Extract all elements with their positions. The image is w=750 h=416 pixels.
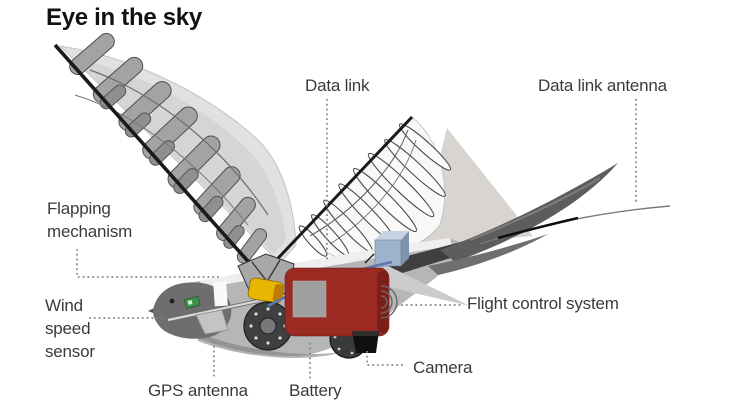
head bbox=[148, 281, 259, 339]
camera-module bbox=[352, 331, 379, 353]
label-gps-antenna: GPS antenna bbox=[148, 381, 248, 400]
right-wing bbox=[262, 115, 452, 275]
label-flapping-mechanism: Flapping mechanism bbox=[47, 199, 133, 241]
leader-flapping-mechanism bbox=[76, 249, 220, 278]
label-flight-control-system: Flight control system bbox=[467, 294, 619, 313]
left-wing-feathers bbox=[69, 33, 268, 264]
tail-underside bbox=[384, 264, 470, 306]
sensor-chip bbox=[183, 295, 201, 310]
sensor-boom-rod bbox=[167, 299, 259, 322]
crank-disc bbox=[243, 301, 293, 351]
label-data-link: Data link bbox=[305, 76, 370, 95]
label-data-link-antenna: Data link antenna bbox=[538, 76, 667, 95]
leader-camera bbox=[366, 351, 406, 366]
label-battery: Battery bbox=[289, 381, 342, 400]
left-wing bbox=[53, 33, 297, 279]
left-wing-spar bbox=[53, 43, 264, 279]
fuselage-belly-shadow bbox=[196, 332, 342, 358]
neck-slot bbox=[213, 281, 228, 307]
signal-arcs bbox=[380, 285, 398, 319]
right-wing-feathers bbox=[298, 123, 452, 257]
page-title: Eye in the sky bbox=[46, 4, 202, 31]
battery-panel bbox=[292, 280, 327, 318]
right-wing-spar bbox=[262, 115, 414, 275]
tail-feather-long bbox=[440, 163, 618, 262]
tail-feather-short bbox=[428, 234, 548, 275]
label-camera: Camera bbox=[413, 358, 473, 377]
tail bbox=[384, 163, 671, 306]
label-wind-speed-sensor: Wind speed sensor bbox=[45, 296, 95, 361]
battery-box bbox=[284, 267, 390, 337]
eye bbox=[169, 298, 175, 304]
chin-plate bbox=[195, 309, 229, 335]
